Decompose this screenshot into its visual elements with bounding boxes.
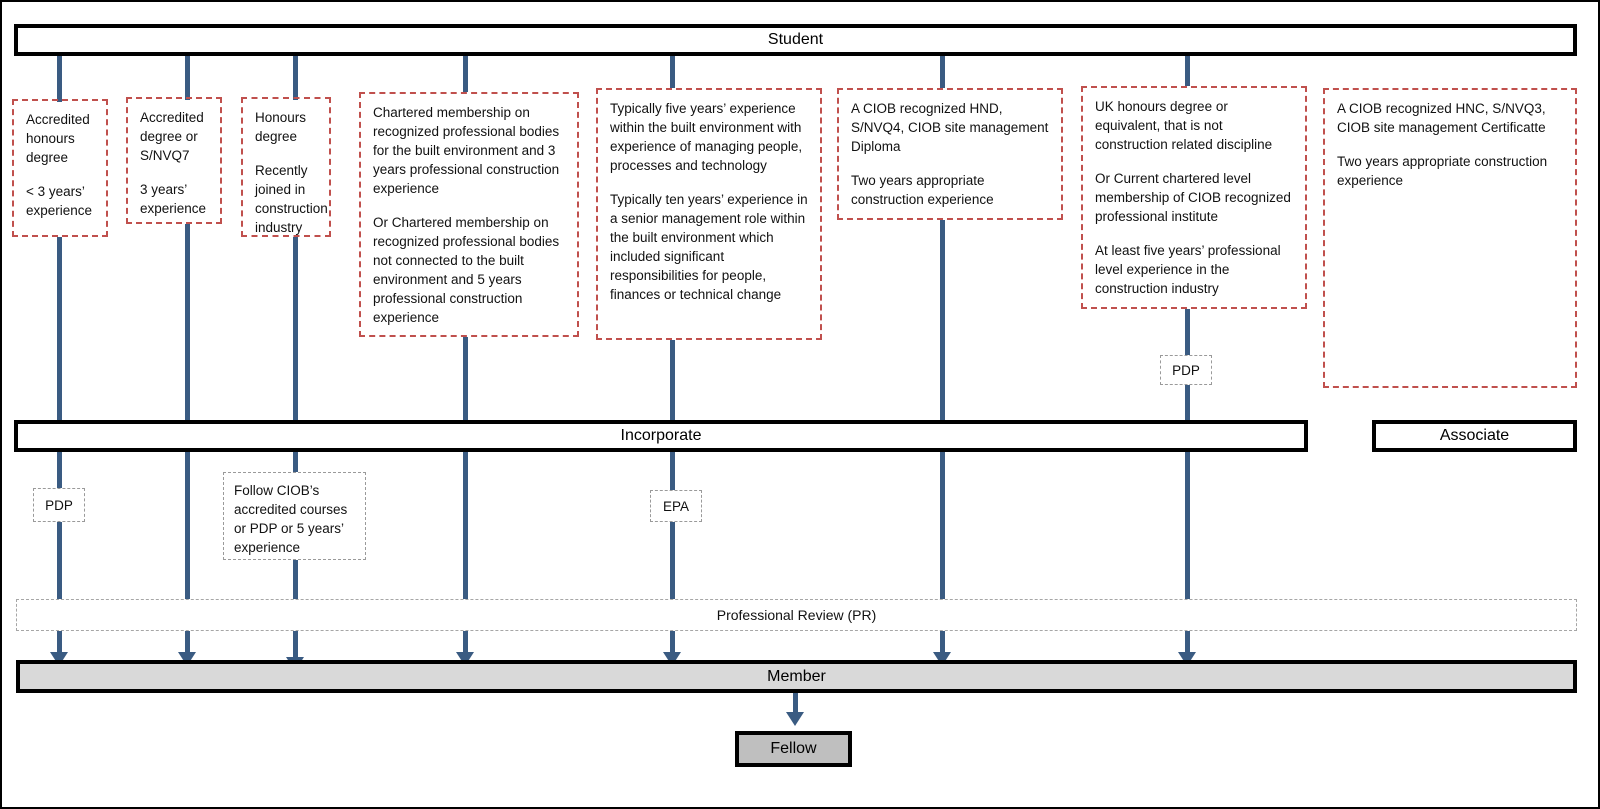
connector-epa-to-pr [670, 522, 675, 602]
connector-student-to-box7 [1185, 56, 1190, 86]
connector-pdp-to-incorporate [1185, 385, 1190, 420]
banner-associate-label: Associate [1439, 427, 1510, 444]
connector-incorporate-col3 [293, 452, 298, 478]
requirement-text: A CIOB recognized HND, S/NVQ4, CIOB site… [851, 101, 1049, 154]
connector-student-to-box4 [463, 56, 468, 92]
banner-incorporate-label: Incorporate [620, 427, 702, 444]
requirement-text: A CIOB recognized HNC, S/NVQ3, CIOB site… [1337, 101, 1546, 135]
box-fellow-label: Fellow [770, 740, 817, 757]
requirement-box-accredited-honours-degree[interactable]: Accredited honours degree < 3 years’ exp… [12, 99, 108, 237]
requirement-text: Typically ten years’ experience in a sen… [610, 192, 808, 302]
connector-box6-to-incorporate [940, 220, 945, 420]
note-box-follow-ciob-courses[interactable]: Follow CIOB’s accredited courses or PDP … [223, 472, 366, 560]
requirement-box-ciob-hnc-snvq3[interactable]: A CIOB recognized HNC, S/NVQ3, CIOB site… [1323, 88, 1577, 388]
professional-review-strip[interactable]: Professional Review (PR) [16, 599, 1577, 631]
connector-student-to-box5 [670, 56, 675, 88]
banner-student[interactable]: Student [14, 24, 1577, 56]
arrow-shaft-member-7 [1185, 631, 1190, 659]
connector-box1-to-incorporate [57, 237, 62, 420]
arrow-shaft-member-3 [293, 631, 298, 664]
requirement-text: Two years appropriate construction exper… [851, 173, 994, 207]
banner-incorporate[interactable]: Incorporate [14, 420, 1308, 452]
banner-associate[interactable]: Associate [1372, 420, 1577, 452]
connector-incorporate-col7 [1185, 452, 1190, 602]
requirement-text: Accredited honours degree [26, 112, 90, 165]
requirement-box-chartered-membership[interactable]: Chartered membership on recognized profe… [359, 92, 579, 337]
connector-box7-to-pdp [1185, 309, 1190, 355]
connector-box4-to-incorporate [463, 337, 468, 420]
requirement-text: Honours degree [255, 110, 307, 144]
arrow-shaft-member-to-fellow [793, 693, 798, 719]
requirement-text: Recently joined in construction industry [255, 163, 328, 235]
requirement-text: At least five years’ professional level … [1095, 243, 1281, 296]
connector-incorporate-col1 [57, 452, 62, 488]
requirement-text: UK honours degree or equivalent, that is… [1095, 99, 1273, 152]
connector-student-to-box2 [185, 56, 190, 100]
note-label: PDP [1172, 362, 1200, 378]
requirement-box-accredited-degree-snvq7[interactable]: Accredited degree or S/NVQ7 3 years’ exp… [126, 97, 222, 224]
professional-review-label: Professional Review (PR) [716, 607, 877, 623]
requirement-text: < 3 years’ experience [26, 184, 93, 218]
banner-member[interactable]: Member [16, 660, 1577, 693]
connector-student-to-box1 [57, 56, 62, 102]
arrow-head-member-to-fellow [786, 712, 804, 726]
connector-pdp-lower-to-pr [57, 522, 62, 602]
note-box-pdp-upper-right[interactable]: PDP [1160, 355, 1212, 385]
connector-incorporate-col2 [185, 452, 190, 602]
requirement-text: 3 years’ experience [140, 182, 207, 216]
arrow-shaft-member-2 [185, 631, 190, 659]
arrow-shaft-member-5 [670, 631, 675, 659]
banner-student-label: Student [767, 31, 824, 48]
connector-box5-to-incorporate [670, 340, 675, 420]
requirement-box-honours-degree-recently-joined[interactable]: Honours degree Recently joined in constr… [241, 97, 331, 237]
requirement-text: Or Chartered membership on recognized pr… [373, 215, 560, 325]
note-box-pdp-lower-left[interactable]: PDP [33, 488, 85, 522]
arrow-shaft-member-1 [57, 631, 62, 659]
arrow-shaft-member-4 [463, 631, 468, 659]
box-fellow[interactable]: Fellow [735, 731, 852, 767]
connector-student-to-box3 [293, 56, 298, 100]
connector-incorporate-col5 [670, 452, 675, 490]
connector-box3-to-incorporate [293, 237, 298, 420]
note-box-epa[interactable]: EPA [650, 490, 702, 522]
requirement-text: Accredited degree or S/NVQ7 [140, 110, 204, 163]
connector-incorporate-col6 [940, 452, 945, 602]
requirement-text: Two years appropriate construction exper… [1337, 154, 1548, 188]
note-label: EPA [662, 498, 689, 514]
requirement-box-ciob-hnd-snvq4[interactable]: A CIOB recognized HND, S/NVQ4, CIOB site… [837, 88, 1063, 220]
note-text: Follow CIOB’s accredited courses or PDP … [234, 483, 348, 555]
connector-student-to-box6 [940, 56, 945, 88]
arrow-shaft-member-6 [940, 631, 945, 659]
note-label: PDP [45, 497, 73, 513]
requirement-text: Or Current chartered level membership of… [1095, 171, 1291, 224]
requirement-text: Chartered membership on recognized profe… [373, 105, 560, 196]
requirement-box-uk-honours-non-construction[interactable]: UK honours degree or equivalent, that is… [1081, 86, 1307, 309]
requirement-box-experience-five-ten-years[interactable]: Typically five years’ experience within … [596, 88, 822, 340]
banner-member-label: Member [767, 667, 826, 685]
requirement-text: Typically five years’ experience within … [610, 101, 803, 173]
connector-box2-to-incorporate [185, 224, 190, 420]
connector-incorporate-col4 [463, 452, 468, 602]
